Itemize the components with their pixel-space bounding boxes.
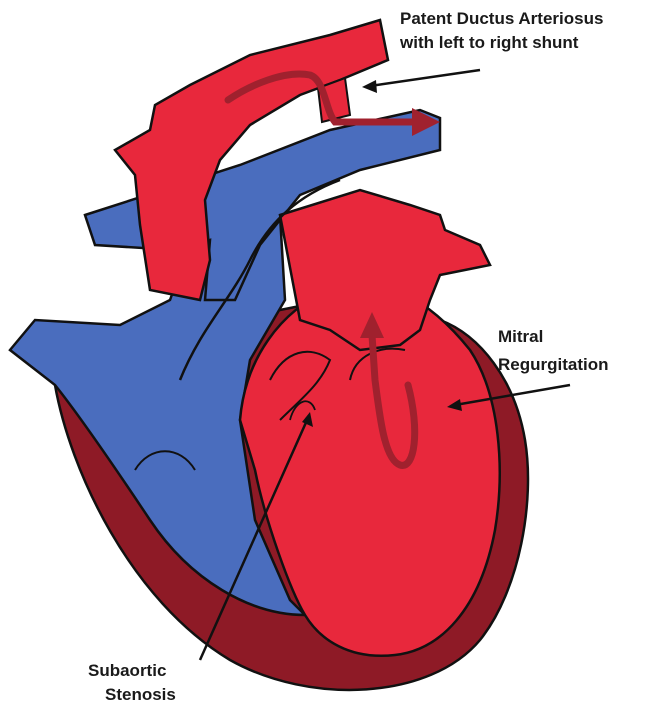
subaortic-label-line1: Subaortic <box>88 661 166 680</box>
mitral-label-line1: Mitral <box>498 327 543 346</box>
pda-leader-line <box>370 70 480 86</box>
subaortic-label-line2: Stenosis <box>105 685 176 704</box>
pda-label-line2: with left to right shunt <box>399 33 579 52</box>
pda-label-line1: Patent Ductus Arteriosus <box>400 9 603 28</box>
mitral-label-line2: Regurgitation <box>498 355 609 374</box>
pda-leader-head <box>362 80 377 93</box>
